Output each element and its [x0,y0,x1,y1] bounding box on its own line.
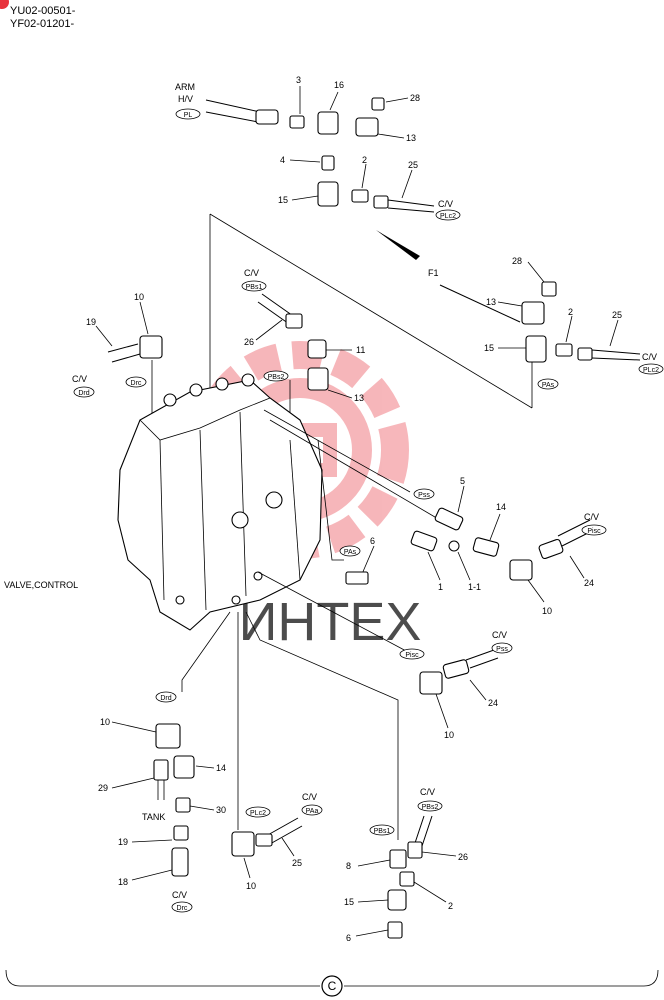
tag-plc2-low: PLc2 [250,810,266,817]
label-cv-drc: C/V [172,890,187,900]
corner-marker [0,0,9,9]
callout-18: 18 [118,877,128,887]
callout-2: 2 [362,155,367,165]
footer-symbol: C [328,979,337,993]
callout-19-a: 19 [86,317,96,327]
callout-13-b: 13 [486,297,496,307]
tag-pisc-mid: Pisc [587,528,601,535]
label-cv-pss: C/V [492,630,507,640]
label-cv-pbs1: C/V [244,268,259,278]
callout-28: 28 [410,93,420,103]
pbs-group: C/V PBs1 26 11 13 PBs2 [241,268,365,416]
callout-30: 30 [216,805,226,815]
callout-15-c: 15 [344,897,354,907]
tag-pbs2-low: PBs2 [422,804,439,811]
tag-paa: PAa [306,808,319,815]
label-tank: TANK [142,812,165,822]
tag-drc-low: Drc [177,905,188,912]
label-cv-right: C/V [642,352,657,362]
lower-right-group: PBs1 C/V PBs2 8 26 15 2 6 [344,787,468,943]
control-valve-body [117,373,323,631]
callout-25: 25 [408,160,418,170]
callout-24-a: 24 [584,578,594,588]
callout-4: 4 [280,155,285,165]
callout-11: 11 [356,345,365,355]
tag-drc-left: Drc [131,380,142,387]
port-line-pisc [257,571,409,653]
tag-plc2-top: PLc2 [440,213,456,220]
tag-pbs1: PBs1 [246,284,263,291]
callout-6-b: 6 [346,933,351,943]
frame-lines [209,213,533,420]
top-group: 3 16 28 13 4 2 25 15 ARM H/V PL C/V PLc2 [175,75,461,221]
callout-10-d: 10 [100,717,110,727]
tag-pisc-low: Pisc [405,652,419,659]
callout-19-b: 19 [118,837,128,847]
middle-right-group: Pss 5 14 PAs 6 1 1-1 10 24 C/V Pisc [339,476,607,616]
main-label: VALVE,CONTROL [4,580,78,590]
tag-pss-mid: Pss [418,492,430,499]
callout-25-b: 25 [612,310,622,320]
callout-13-c: 13 [354,393,364,403]
tag-pl: PL [184,112,193,119]
label-cv-paa: C/V [302,792,317,802]
tag-pbs2: PBs2 [268,374,285,381]
label-cv-pisc: C/V [584,512,599,522]
drop-lines [181,611,399,840]
callout-28-b: 28 [512,256,522,266]
tag-pss-low: Pss [496,646,508,653]
tag-plc2-right: PLc2 [643,367,659,374]
label-hv: H/V [178,94,193,104]
callout-29: 29 [98,783,108,793]
callout-16: 16 [334,80,344,90]
callout-14-a: 14 [496,502,506,512]
tag-pas-mid: PAs [344,549,357,556]
serial-range-1: YU02-00501- [10,5,76,17]
callout-15-b: 15 [484,343,494,353]
callout-2-c: 2 [448,901,453,911]
callout-1-1: 1-1 [468,582,481,592]
tag-drd-left: Drd [78,390,89,397]
callout-2-b: 2 [568,307,573,317]
label-cv-top: C/V [438,199,453,209]
watermark-text: ИНТЕХ [239,592,422,652]
callout-25-c: 25 [292,858,302,868]
middle-group: Pisc C/V Pss 10 24 [399,630,513,740]
callout-10-b: 10 [542,606,552,616]
port-line-pas [317,439,344,561]
label-cv-pbs2: C/V [420,787,435,797]
left-upper-group: 10 19 C/V Drd Drc [72,292,163,430]
callout-26-b: 26 [458,852,468,862]
callout-5: 5 [460,476,465,486]
tag-drd-low: Drd [160,695,171,702]
callout-10-e: 10 [246,881,256,891]
callout-10-a: 10 [134,292,144,302]
callout-26-a: 26 [244,337,254,347]
footer-bracket: C [5,969,659,997]
lower-left-group: Drd 10 14 29 30 TANK 19 18 C/V Drc [98,691,226,913]
callout-15: 15 [278,195,288,205]
callout-6-a: 6 [370,536,375,546]
callout-13: 13 [406,133,416,143]
lower-middle-group: PLc2 C/V PAa 25 10 [231,792,323,891]
callout-3: 3 [296,75,301,85]
serial-range-2: YF02-01201- [10,18,75,30]
f1-arrow: F1 [376,230,521,323]
label-arm: ARM [175,82,195,92]
label-f1: F1 [428,268,439,278]
callout-8: 8 [346,861,351,871]
right-group: 28 13 2 25 15 C/V PLc2 PAs [484,256,664,390]
port-line-pss [263,409,441,521]
callout-10-c: 10 [444,730,454,740]
callout-1: 1 [438,582,443,592]
label-cv-left: C/V [72,374,87,384]
callout-24-b: 24 [488,698,498,708]
tag-pbs1-low: PBs1 [374,828,391,835]
tag-pas-right: PAs [542,382,555,389]
callout-14-b: 14 [216,763,226,773]
